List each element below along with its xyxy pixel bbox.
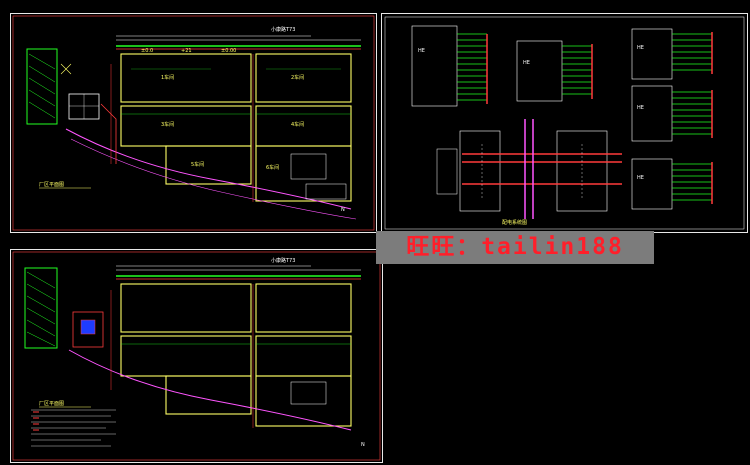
north-mark-bottom: N (361, 442, 365, 448)
level-mark-1: ±0.0 (141, 48, 153, 54)
sheet-title-bottom: 厂区平面图 (39, 401, 64, 407)
site-plan-top-drawing: 小康路T73 ±0.0 +21 ±0.00 1车间 2车间 3车间 4车间 5车… (12, 15, 375, 231)
panel-tag-3: HE (637, 45, 644, 51)
panel-tag-2: HE (523, 60, 530, 66)
north-mark: N (341, 207, 345, 213)
panel-2: HE (516, 40, 593, 102)
electrical-schematics-drawing: HE HE HE HE HE (384, 16, 745, 230)
panel-tag-1: HE (418, 48, 425, 54)
building-label-1: 1车间 (161, 74, 174, 81)
panel-3: HE (631, 28, 713, 80)
building-label-6: 6车间 (266, 164, 279, 171)
building-label-2: 2车间 (291, 74, 304, 81)
panel-tag-5: HE (637, 175, 644, 181)
panel-4: HE (631, 85, 713, 142)
building-label-4: 4车间 (291, 121, 304, 128)
level-mark-3: ±0.00 (221, 48, 236, 54)
level-mark-2: +21 (181, 48, 192, 54)
building-label-5: 5车间 (191, 161, 204, 168)
building-label-3: 3车间 (161, 121, 174, 128)
watermark-banner: 旺旺：tailin188 (376, 231, 654, 264)
drawing-sheet-site-plan-bottom: 小康路T73 厂区平面图 N (10, 249, 383, 463)
riser-diagram: 配电系统图 (436, 119, 622, 226)
panel-5: HE (631, 158, 713, 210)
site-plan-bottom-drawing: 小康路T73 厂区平面图 N (12, 251, 381, 461)
drawing-sheet-electrical-schematics: HE HE HE HE HE (381, 13, 748, 233)
section-title: 配电系统图 (502, 219, 527, 226)
road-label-bottom: 小康路T73 (271, 257, 295, 264)
panel-1: HE (411, 25, 488, 107)
road-label: 小康路T73 (271, 26, 295, 33)
drawing-sheet-site-plan-top: 小康路T73 ±0.0 +21 ±0.00 1车间 2车间 3车间 4车间 5车… (10, 13, 377, 233)
sheet-title: 厂区平面图 (39, 182, 64, 188)
panel-tag-4: HE (637, 105, 644, 111)
